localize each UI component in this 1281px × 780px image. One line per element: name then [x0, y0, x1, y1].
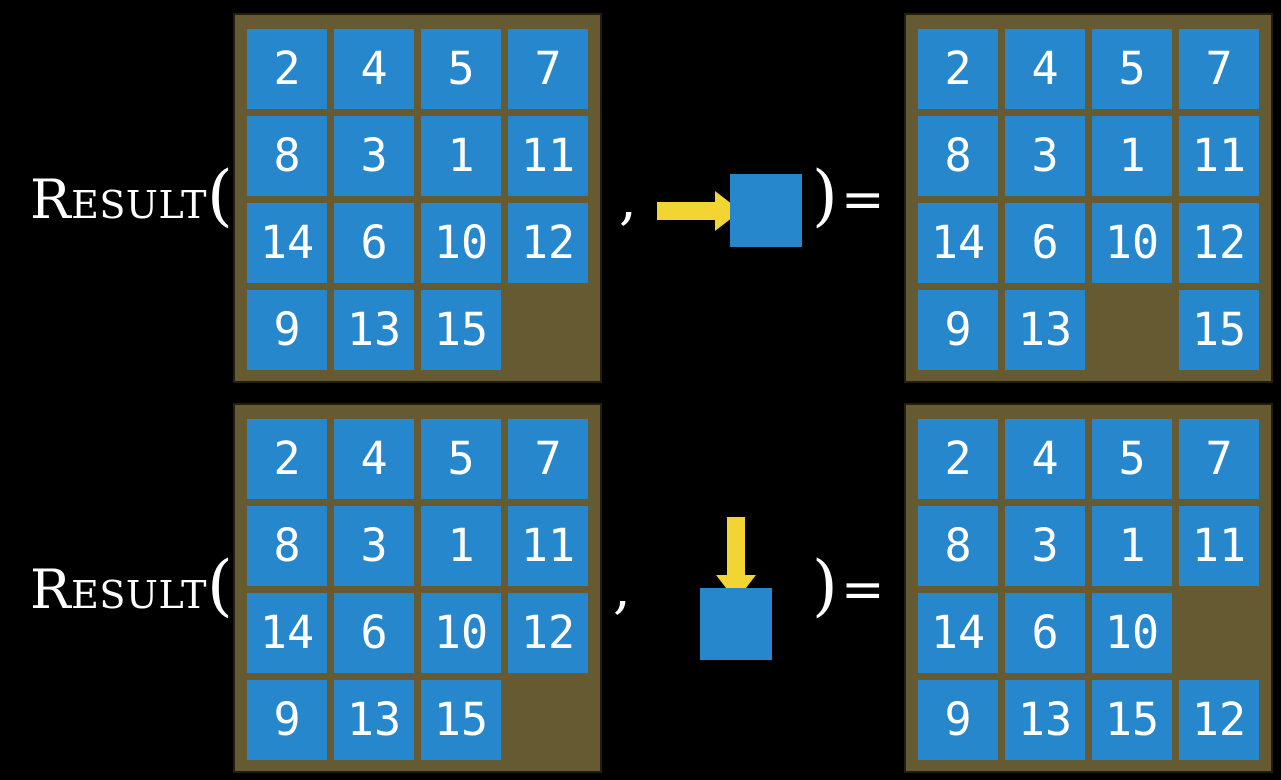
tile-13: 13 [1005, 680, 1085, 760]
tile-10: 10 [421, 593, 501, 673]
tile-9: 9 [918, 680, 998, 760]
tile-6: 6 [1005, 203, 1085, 283]
empty-cell [1092, 290, 1172, 370]
action-move-down [700, 517, 772, 660]
moved-tile-icon [700, 588, 772, 660]
tile-7: 7 [508, 419, 588, 499]
tile-14: 14 [918, 593, 998, 673]
tile-4: 4 [334, 29, 414, 109]
open-paren: ( [206, 157, 233, 234]
tile-15: 15 [1179, 290, 1259, 370]
tile-10: 10 [1092, 593, 1172, 673]
tile-9: 9 [247, 680, 327, 760]
tile-11: 11 [1179, 506, 1259, 586]
tile-2: 2 [918, 419, 998, 499]
tile-13: 13 [1005, 290, 1085, 370]
function-name: Result [30, 558, 207, 621]
tile-1: 1 [1092, 506, 1172, 586]
tile-9: 9 [247, 290, 327, 370]
tile-5: 5 [421, 29, 501, 109]
arrow-shaft [657, 202, 715, 220]
tile-3: 3 [334, 116, 414, 196]
tile-4: 4 [1005, 29, 1085, 109]
tile-12: 12 [1179, 203, 1259, 283]
tile-3: 3 [334, 506, 414, 586]
tile-15: 15 [421, 680, 501, 760]
tile-14: 14 [918, 203, 998, 283]
tile-6: 6 [1005, 593, 1085, 673]
result-function-label: Result( [30, 163, 233, 229]
tile-7: 7 [1179, 29, 1259, 109]
moved-tile-icon [730, 174, 802, 247]
tile-5: 5 [1092, 29, 1172, 109]
tile-5: 5 [1092, 419, 1172, 499]
empty-cell [508, 680, 588, 760]
tile-8: 8 [247, 116, 327, 196]
equals-sign: = [841, 560, 885, 620]
tile-10: 10 [1092, 203, 1172, 283]
tile-15: 15 [421, 290, 501, 370]
tile-9: 9 [918, 290, 998, 370]
tile-14: 14 [247, 593, 327, 673]
tile-11: 11 [1179, 116, 1259, 196]
tile-13: 13 [334, 680, 414, 760]
close-paren: ) [812, 547, 838, 624]
arrow-shaft [727, 517, 745, 575]
tile-8: 8 [918, 506, 998, 586]
close-paren: ) [812, 157, 838, 234]
tile-1: 1 [1092, 116, 1172, 196]
tile-12: 12 [1179, 680, 1259, 760]
tile-14: 14 [247, 203, 327, 283]
tile-12: 12 [508, 593, 588, 673]
tile-11: 11 [508, 116, 588, 196]
tile-4: 4 [1005, 419, 1085, 499]
equals-sign: = [841, 170, 885, 230]
tile-8: 8 [918, 116, 998, 196]
empty-cell [508, 290, 588, 370]
action-move-right [657, 174, 803, 247]
tile-2: 2 [247, 419, 327, 499]
tile-12: 12 [508, 203, 588, 283]
tile-5: 5 [421, 419, 501, 499]
function-name: Result [30, 168, 207, 231]
tile-13: 13 [334, 290, 414, 370]
tile-11: 11 [508, 506, 588, 586]
open-paren: ( [206, 547, 233, 624]
tile-3: 3 [1005, 506, 1085, 586]
tile-6: 6 [334, 203, 414, 283]
tile-2: 2 [918, 29, 998, 109]
comma-separator: , [613, 556, 631, 621]
tile-7: 7 [508, 29, 588, 109]
tile-6: 6 [334, 593, 414, 673]
tile-4: 4 [334, 419, 414, 499]
comma-separator: , [619, 167, 637, 232]
tile-7: 7 [1179, 419, 1259, 499]
result-function-label: Result( [30, 553, 233, 619]
empty-cell [1179, 593, 1259, 673]
tile-2: 2 [247, 29, 327, 109]
tile-1: 1 [421, 116, 501, 196]
tile-8: 8 [247, 506, 327, 586]
tile-15: 15 [1092, 680, 1172, 760]
tile-3: 3 [1005, 116, 1085, 196]
tile-10: 10 [421, 203, 501, 283]
tile-1: 1 [421, 506, 501, 586]
